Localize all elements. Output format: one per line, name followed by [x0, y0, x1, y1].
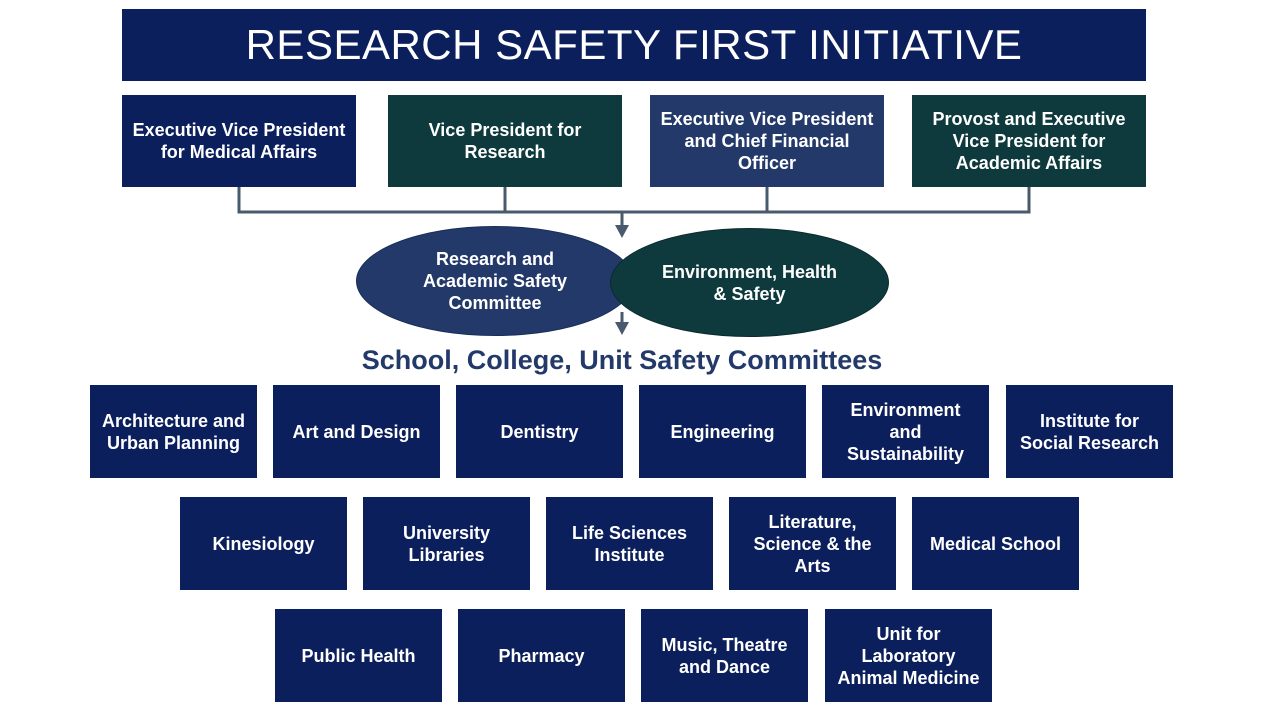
exec-box-medical-affairs: Executive Vice President for Medical Aff…: [122, 95, 356, 187]
unit-environment-sustainability: Environment and Sustainability: [822, 385, 989, 478]
environment-health-safety: Environment, Health & Safety: [610, 228, 889, 337]
exec-box-cfo: Executive Vice President and Chief Finan…: [650, 95, 884, 187]
arrowhead-down-2: [615, 322, 629, 335]
unit-music-theatre-dance: Music, Theatre and Dance: [641, 609, 808, 702]
unit-public-health: Public Health: [275, 609, 442, 702]
unit-university-libraries: University Libraries: [363, 497, 530, 590]
unit-medical-school: Medical School: [912, 497, 1079, 590]
unit-laboratory-animal-medicine: Unit for Laboratory Animal Medicine: [825, 609, 992, 702]
exec-box-provost: Provost and Executive Vice President for…: [912, 95, 1146, 187]
unit-pharmacy: Pharmacy: [458, 609, 625, 702]
unit-engineering: Engineering: [639, 385, 806, 478]
exec-box-research: Vice President for Research: [388, 95, 622, 187]
research-academic-safety-committee: Research and Academic Safety Committee: [356, 226, 634, 336]
section-subtitle: School, College, Unit Safety Committees: [361, 345, 883, 375]
unit-art-design: Art and Design: [273, 385, 440, 478]
unit-kinesiology: Kinesiology: [180, 497, 347, 590]
unit-architecture-urban-planning: Architecture and Urban Planning: [90, 385, 257, 478]
arrowhead-down-1: [615, 225, 629, 238]
unit-literature-science-arts: Literature, Science & the Arts: [729, 497, 896, 590]
page-title: RESEARCH SAFETY FIRST INITIATIVE: [122, 9, 1146, 81]
unit-life-sciences-institute: Life Sciences Institute: [546, 497, 713, 590]
unit-dentistry: Dentistry: [456, 385, 623, 478]
unit-institute-social-research: Institute for Social Research: [1006, 385, 1173, 478]
